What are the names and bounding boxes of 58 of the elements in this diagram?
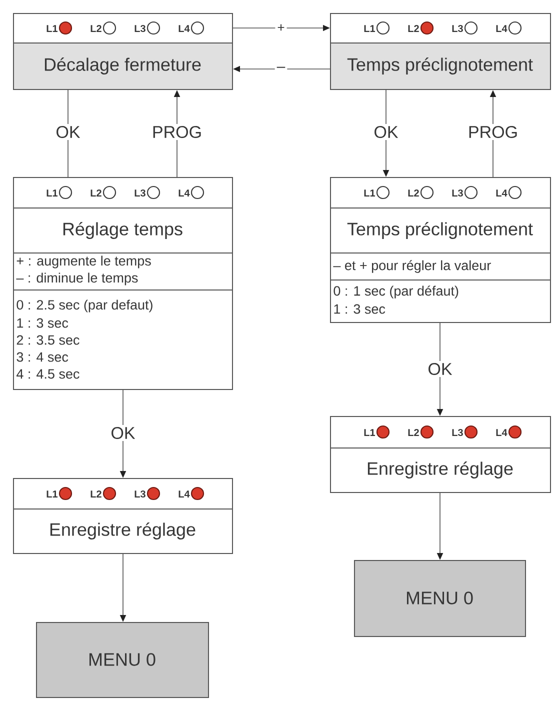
- led-label: L4: [178, 490, 190, 498]
- screen-box: [330, 177, 551, 323]
- screen-title: Réglage temps: [63, 222, 182, 239]
- screen-box: [12, 177, 233, 390]
- option-text: 1 : 3 sec: [17, 318, 68, 328]
- screen-title: Enregistre réglage: [368, 462, 513, 478]
- menu-box: [36, 622, 209, 698]
- hint-text: – : diminue le temps: [16, 272, 138, 286]
- led-label: L2: [90, 490, 102, 498]
- led-label: L3: [452, 24, 463, 32]
- led-label: L3: [452, 189, 463, 197]
- edge-label: PROG: [466, 124, 520, 140]
- hint-text: – et + pour régler la valeur: [333, 260, 491, 273]
- option-text: 4 : 4.5 sec: [16, 369, 80, 379]
- screen-title: Décalage fermeture: [44, 58, 201, 74]
- edge-label: OK: [54, 124, 82, 140]
- option-text: 0 : 2.5 sec (par defaut): [16, 300, 152, 312]
- screen-box: [330, 416, 551, 493]
- screen-title: Temps préclignotement: [347, 222, 533, 239]
- option-text: 0 : 1 sec (par défaut): [334, 286, 458, 298]
- option-text: 1 : 3 sec: [334, 304, 386, 314]
- edge-label: +: [275, 22, 287, 34]
- led-label: L4: [178, 25, 190, 32]
- screen-box: [330, 13, 551, 90]
- led-label: L3: [452, 428, 463, 436]
- screen-title: Temps préclignotement: [347, 58, 533, 74]
- led-label: L4: [178, 190, 190, 196]
- led-label: L1: [46, 25, 58, 32]
- led-label: L2: [90, 190, 102, 196]
- led-label: L3: [134, 24, 146, 32]
- led-label: L4: [496, 25, 508, 32]
- edge-label: OK: [372, 124, 400, 140]
- screen-title: Enregistre réglage: [50, 522, 196, 540]
- option-text: 2 : 3.5 sec: [16, 335, 80, 345]
- led-label: L2: [408, 190, 419, 196]
- menu-box: [354, 560, 526, 637]
- led-label: L1: [364, 25, 376, 32]
- led-label: L1: [46, 490, 58, 498]
- led-label: L3: [134, 189, 146, 197]
- led-label: L4: [496, 190, 508, 196]
- led-label: L1: [46, 190, 58, 196]
- screen-box: [12, 13, 233, 90]
- screen-box: [12, 478, 233, 554]
- screen-title: MENU 0: [89, 653, 156, 666]
- edge-label: PROG: [150, 124, 204, 140]
- hint-text: + : augmente le temps: [16, 256, 151, 268]
- led-label: L1: [364, 429, 376, 436]
- led-label: L1: [364, 190, 376, 196]
- led-label: L4: [496, 429, 508, 436]
- led-label: L2: [90, 25, 102, 32]
- option-text: 3 : 4 sec: [16, 352, 68, 362]
- led-label: L3: [134, 490, 146, 498]
- led-label: L2: [408, 25, 419, 32]
- edge-label: OK: [108, 424, 138, 442]
- screen-title: MENU 0: [406, 592, 473, 604]
- edge-label: OK: [426, 360, 454, 378]
- led-label: L2: [408, 429, 419, 436]
- edge-label: –: [274, 64, 288, 74]
